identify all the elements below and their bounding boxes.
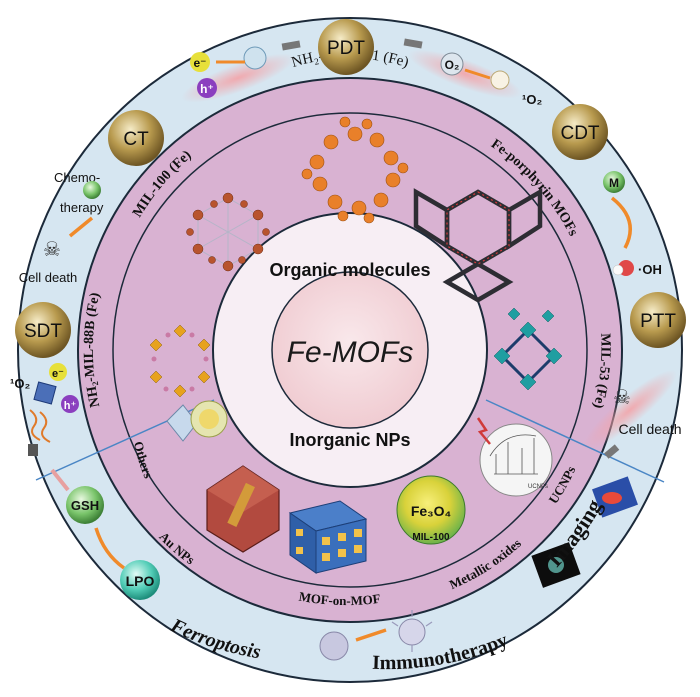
ptt-label: PTT (640, 311, 676, 332)
cell-death-left-label: Cell death (19, 270, 78, 285)
ring-divider-right (485, 399, 665, 483)
metal-ion-label: M (609, 176, 619, 190)
au-nps-particle-icon (206, 465, 280, 553)
skull-icon-right: ☠ (613, 387, 631, 409)
lpo-label: LPO (126, 573, 155, 589)
ct-label: CT (123, 129, 149, 150)
gsh-label: GSH (71, 498, 99, 513)
ultrasound-wave-icon (29, 409, 41, 441)
others-particles-icon (166, 400, 228, 442)
nh2-mil-88b-label: NH₂-MIL-88B (Fe) (82, 291, 104, 409)
ct-arrow (68, 216, 94, 238)
middle-ring-divider (112, 112, 588, 588)
laser-emitter-left (281, 40, 301, 51)
cell-death-right-label: Cell death (618, 421, 681, 437)
laser-emitter-right (403, 38, 423, 49)
ferroptosis-entry-arrow (50, 468, 70, 492)
ucnps-small-label: UCNPs (528, 484, 548, 490)
ptt-process: ☠ Cell death (583, 369, 682, 459)
o2-ball (440, 52, 464, 76)
immunotherapy-process (319, 610, 433, 661)
ultrasound-wave-icon-2 (39, 411, 51, 443)
sdt-badge: SDT (15, 302, 71, 358)
hole-ball (197, 78, 217, 98)
sdt-label: SDT (24, 321, 62, 342)
imaging-glow-icon (548, 557, 564, 573)
fe-porphyrin-structure-icon (413, 188, 543, 303)
ucnps-particle-icon: UCNPs (476, 417, 553, 497)
nanoparticle-left (243, 46, 267, 70)
sdt-hole-ball (61, 395, 79, 413)
ferroptosis-process: GSH LPO (50, 468, 160, 600)
singlet-o2-bubble (490, 70, 510, 90)
mof-on-mof-particle-icon (288, 500, 368, 574)
gsh-arrow (94, 527, 126, 570)
gsh-ball (66, 486, 104, 524)
core-circle (271, 271, 429, 429)
skull-icon-left: ☠ (43, 239, 61, 261)
pdt-process-right: O₂ ¹O₂ (403, 38, 542, 107)
electron-ball (190, 52, 210, 72)
svg-text:MOF-on-MOF: MOF-on-MOF (298, 589, 382, 609)
ptt-light-beam (583, 369, 677, 451)
sdt-process: ¹O₂ e⁻ h⁺ (10, 363, 79, 456)
immunotherapy-arrow (355, 628, 387, 642)
electron-label: e⁻ (193, 56, 206, 70)
ct-process: Chemo- therapy ☠ Cell death (19, 170, 104, 285)
metallic-oxides-particle-icon: Fe₃O₄ MIL-100 (396, 475, 466, 545)
metal-ion-ball (603, 171, 625, 193)
singlet-o2-label: ¹O₂ (522, 92, 542, 107)
cdt-arrow (610, 196, 632, 249)
mil-53-structure-icon (493, 307, 563, 391)
mil-100-core-label: MIL-100 (412, 532, 450, 543)
sdt-nanocube-icon (33, 381, 57, 405)
ct-badge: CT (108, 110, 164, 166)
immune-cell-icon-1 (319, 631, 349, 661)
organic-molecules-label: Organic molecules (269, 260, 430, 280)
lpo-ball (120, 560, 160, 600)
hole-label: h⁺ (200, 82, 214, 96)
cdt-process: M ·OH (603, 171, 662, 277)
nh2-mil-88b-structure-icon (149, 324, 211, 398)
nh2-mil-101-structure-icon (301, 116, 409, 224)
ultrasound-emitter (28, 444, 38, 456)
hydroxyl-h-atom-icon (612, 264, 624, 276)
pdt-arrow-right (464, 68, 491, 80)
sdt-electron-label: e⁻ (52, 368, 64, 380)
therapy-label: therapy (60, 200, 104, 215)
cdt-badge: CDT (552, 104, 608, 160)
mof-on-mof-label: MOF-on-MOF (298, 589, 382, 609)
fe3o4-label: Fe₃O₄ (411, 503, 451, 519)
imaging-hotspot-icon (602, 492, 622, 504)
ptt-emitter (604, 444, 620, 459)
ptt-badge: PTT (630, 292, 686, 348)
sdt-singlet-o2-label: ¹O₂ (10, 376, 30, 391)
immune-cell-icon-2 (398, 618, 426, 646)
imaging-panels (531, 476, 638, 588)
chemo-label: Chemo- (54, 170, 100, 185)
cdt-label: CDT (560, 123, 599, 144)
sdt-electron-ball (49, 363, 67, 381)
svg-text:NH₂-MIL-88B (Fe): NH₂-MIL-88B (Fe) (82, 291, 104, 409)
pdt-badge: PDT (318, 19, 374, 75)
center-title: Fe-MOFs (287, 336, 414, 369)
mil-100-structure-icon (186, 192, 270, 272)
pdt-process-left: e⁻ h⁺ (181, 40, 301, 103)
pdt-label: PDT (327, 38, 365, 59)
hydroxyl-radical-label: ·OH (638, 262, 662, 277)
o2-label: O₂ (445, 58, 460, 72)
inorganic-nps-label: Inorganic NPs (289, 430, 410, 450)
drug-ball (83, 181, 101, 199)
lightning-icon (476, 417, 491, 445)
sdt-hole-label: h⁺ (64, 400, 77, 412)
